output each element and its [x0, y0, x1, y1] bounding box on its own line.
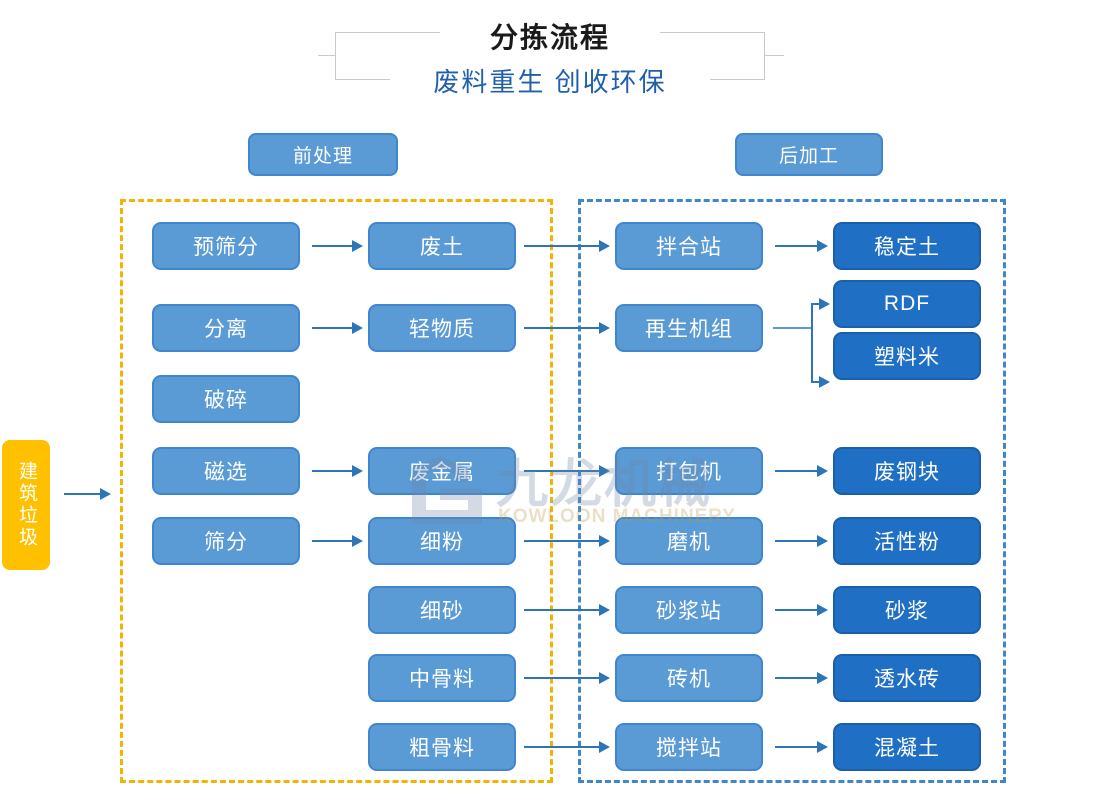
node-col4-3[interactable]: 废钢块	[833, 447, 981, 495]
title-tick-left	[318, 55, 336, 56]
node-col4-1[interactable]: RDF	[833, 280, 981, 328]
title-area: 分拣流程 废料重生 创收环保	[0, 0, 1100, 118]
node-col4-6[interactable]: 透水砖	[833, 654, 981, 702]
node-col2-0[interactable]: 废土	[368, 222, 516, 270]
main-title-backdrop	[440, 18, 660, 52]
pre-processing-zone	[120, 199, 553, 783]
node-col1-0[interactable]: 预筛分	[152, 222, 300, 270]
stage-label-post-processing: 后加工	[735, 133, 883, 176]
node-col2-5[interactable]: 中骨料	[368, 654, 516, 702]
node-col2-3[interactable]: 细粉	[368, 517, 516, 565]
node-col4-0[interactable]: 稳定土	[833, 222, 981, 270]
node-col1-4[interactable]: 筛分	[152, 517, 300, 565]
node-col3-4[interactable]: 砂浆站	[615, 586, 763, 634]
page-title: 分拣流程	[489, 22, 610, 53]
node-col4-4[interactable]: 活性粉	[833, 517, 981, 565]
node-col4-2[interactable]: 塑料米	[833, 332, 981, 380]
node-col1-2[interactable]: 破碎	[152, 375, 300, 423]
page-subtitle: 废料重生 创收环保	[433, 67, 667, 97]
node-col2-2[interactable]: 废金属	[368, 447, 516, 495]
node-col3-0[interactable]: 拌合站	[615, 222, 763, 270]
sub-title-backdrop	[390, 64, 710, 98]
node-col1-3[interactable]: 磁选	[152, 447, 300, 495]
stage-label-pre-processing: 前处理	[248, 133, 398, 176]
input-construction-waste: 建筑垃圾	[2, 440, 50, 570]
node-col2-6[interactable]: 粗骨料	[368, 723, 516, 771]
node-col3-3[interactable]: 磨机	[615, 517, 763, 565]
node-col4-5[interactable]: 砂浆	[833, 586, 981, 634]
node-col3-2[interactable]: 打包机	[615, 447, 763, 495]
title-tick-right	[764, 55, 784, 56]
node-col3-6[interactable]: 搅拌站	[615, 723, 763, 771]
node-col2-1[interactable]: 轻物质	[368, 304, 516, 352]
node-col2-4[interactable]: 细砂	[368, 586, 516, 634]
node-col3-5[interactable]: 砖机	[615, 654, 763, 702]
node-col4-7[interactable]: 混凝土	[833, 723, 981, 771]
node-col1-1[interactable]: 分离	[152, 304, 300, 352]
post-processing-zone	[578, 199, 1006, 783]
node-col3-1[interactable]: 再生机组	[615, 304, 763, 352]
